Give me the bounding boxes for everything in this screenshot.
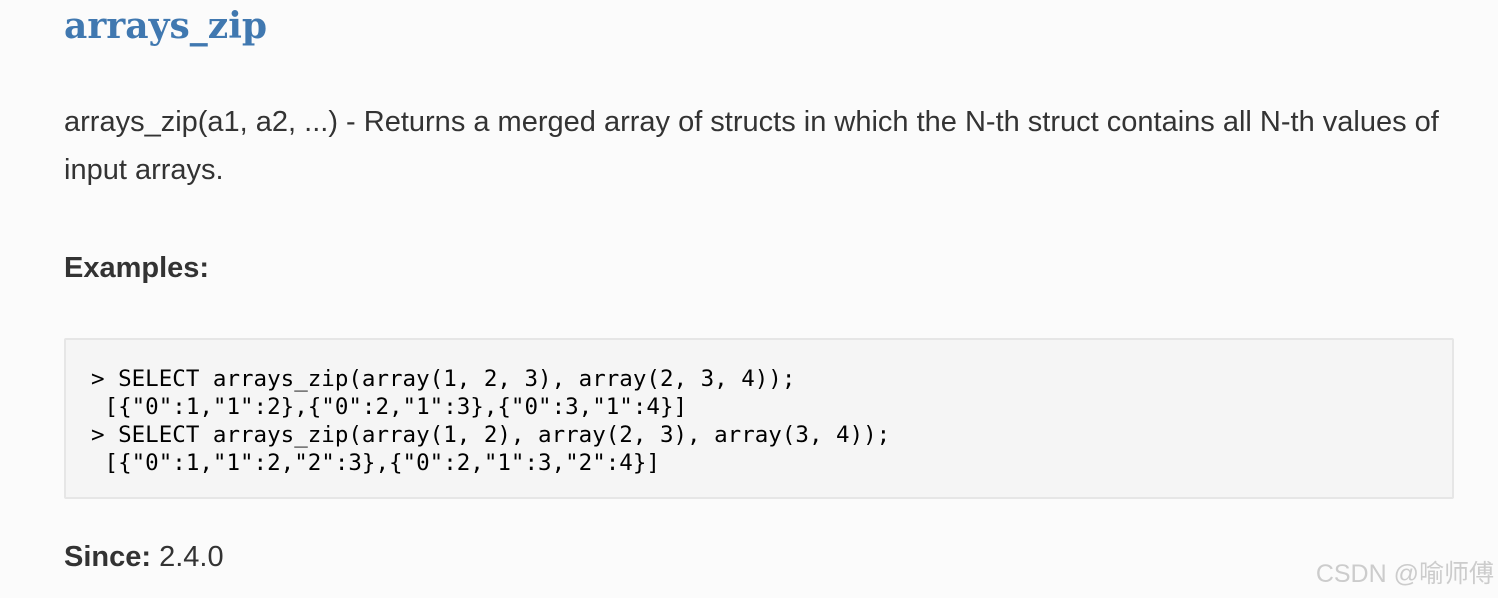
since-version: 2.4.0	[159, 541, 224, 573]
function-title: arrays_zip	[64, 5, 268, 47]
function-description: arrays_zip(a1, a2, ...) - Returns a merg…	[64, 106, 1439, 186]
code-line: > SELECT arrays_zip(array(1, 2, 3), arra…	[91, 366, 796, 392]
since-label: Since:	[64, 541, 152, 573]
code-line: [{"0":1,"1":2},{"0":2,"1":3},{"0":3,"1":…	[91, 394, 688, 420]
code-example-block: > SELECT arrays_zip(array(1, 2, 3), arra…	[64, 338, 1454, 499]
code-line: > SELECT arrays_zip(array(1, 2), array(2…	[91, 422, 891, 448]
since-line: Since: 2.4.0	[64, 536, 224, 578]
code-line: [{"0":1,"1":2,"2":3},{"0":2,"1":3,"2":4}…	[91, 450, 660, 476]
examples-heading: Examples:	[64, 252, 210, 284]
csdn-watermark: CSDN @喻师傅	[1315, 560, 1494, 588]
